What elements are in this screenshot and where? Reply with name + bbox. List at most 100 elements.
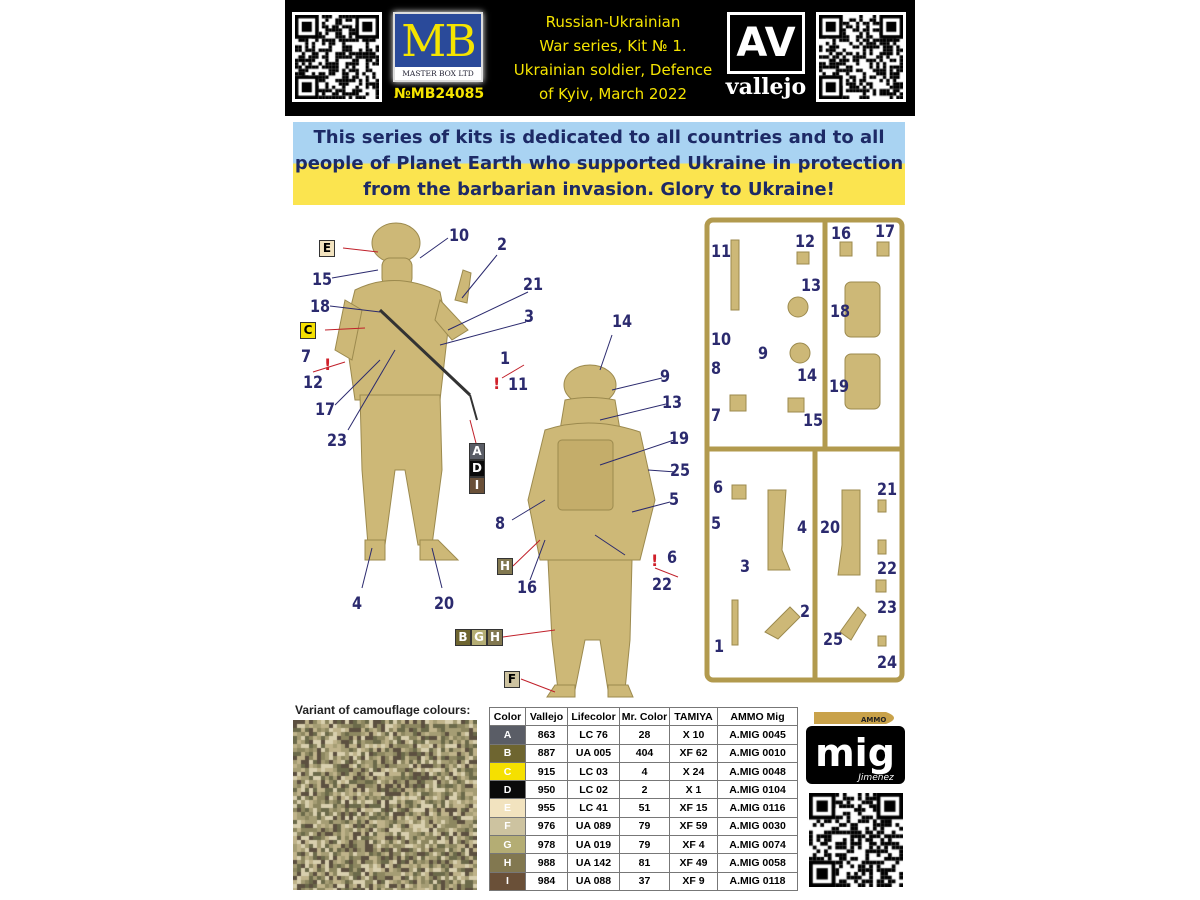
table-cell: 984 (525, 871, 568, 891)
part-number: 3 (524, 307, 535, 327)
part-number: 5 (669, 490, 680, 510)
sprue-number: 21 (877, 480, 898, 500)
color-tag-f: F (504, 671, 520, 688)
dedication-banner: This series of kits is dedicated to all … (293, 122, 905, 205)
table-cell: 863 (525, 725, 568, 745)
logo-letters: MB (401, 16, 476, 67)
qr-code (816, 12, 906, 102)
title-line: Russian-Ukrainian (545, 13, 681, 31)
part-number: 10 (449, 226, 470, 246)
bullet-shape (814, 712, 894, 724)
kit-title: Russian-Ukrainian War series, Kit № 1. U… (493, 10, 733, 106)
part-number: 9 (660, 367, 671, 387)
color-tag-c: C (300, 322, 316, 339)
table-cell: X 1 (669, 780, 718, 800)
sprue-number: 23 (877, 598, 898, 618)
sprue-number: 10 (711, 330, 732, 350)
table-cell: 887 (525, 743, 568, 763)
table-cell: LC 41 (567, 798, 620, 818)
color-swatch-cell: F (489, 816, 526, 837)
table-cell: 978 (525, 835, 568, 855)
table-cell: A.MIG 0010 (717, 743, 798, 763)
table-cell: LC 03 (567, 761, 620, 782)
table-cell: UA 019 (567, 835, 620, 855)
table-cell: A.MIG 0048 (717, 761, 798, 782)
title-line: Ukrainian soldier, Defence (513, 61, 713, 79)
column-header: Color (489, 706, 526, 727)
column-header: Vallejo (525, 706, 568, 727)
header (285, 0, 915, 116)
rifle (378, 308, 478, 421)
table-cell: 2 (619, 780, 670, 800)
sprue-number: 13 (801, 276, 822, 296)
table-header-row: Color Vallejo Lifecolor Mr. Color TAMIYA… (489, 706, 798, 727)
color-swatch-cell: A (489, 725, 526, 745)
sprue-number: 3 (740, 557, 751, 577)
table-cell: XF 15 (669, 798, 718, 818)
part-number: 2 (497, 235, 508, 255)
master-box-logo: MB MASTER BOX LTD (393, 12, 483, 82)
part-number: 11 (508, 375, 529, 395)
table-cell: A.MIG 0118 (717, 871, 798, 891)
sprue-number: 6 (713, 478, 724, 498)
part-number: 12 (303, 373, 324, 393)
table-cell: 28 (619, 725, 670, 745)
table-cell: A.MIG 0030 (717, 816, 798, 837)
part-number: 17 (315, 400, 336, 420)
color-tag-d: D (469, 460, 485, 477)
table-cell: 4 (619, 761, 670, 782)
column-header: TAMIYA (669, 706, 718, 727)
sprue-number: 11 (711, 242, 732, 262)
sprue-number: 14 (797, 366, 818, 386)
sprue-number: 15 (803, 411, 824, 431)
part-leaders (329, 237, 677, 589)
front-soldier-figure (334, 222, 472, 561)
mig-text: mig (815, 731, 895, 775)
part-number: 23 (327, 431, 348, 451)
sprue-number: 12 (795, 232, 816, 252)
title-line: War series, Kit № 1. (539, 37, 687, 55)
part-number: 7 (301, 347, 312, 367)
table-cell: A.MIG 0074 (717, 835, 798, 855)
part-number: 25 (670, 461, 691, 481)
ammo-text: AMMO (861, 716, 886, 724)
paint-reference-table: Color Vallejo Lifecolor Mr. Color TAMIYA… (489, 706, 798, 891)
color-tag-i: I (469, 477, 485, 494)
table-cell: XF 62 (669, 743, 718, 763)
table-cell: UA 089 (567, 816, 620, 837)
color-tag-g: G (471, 629, 487, 646)
table-cell: 915 (525, 761, 568, 782)
table-cell: A.MIG 0045 (717, 725, 798, 745)
table-cell: X 24 (669, 761, 718, 782)
table-cell: X 10 (669, 725, 718, 745)
sprue-frame (704, 217, 905, 683)
part-number: 19 (669, 429, 690, 449)
sprue-number: 22 (877, 559, 898, 579)
part-number: 13 (662, 393, 683, 413)
sprue-number: 16 (831, 224, 852, 244)
table-cell: A.MIG 0058 (717, 853, 798, 873)
figure-illustrations (312, 217, 905, 698)
sprue-number: 9 (758, 344, 769, 364)
brand-name: MASTER BOX LTD (395, 67, 481, 80)
table-cell: UA 005 (567, 743, 620, 763)
qr-code (292, 12, 382, 102)
part-number: 6 (667, 548, 678, 568)
vallejo-name: vallejo (725, 74, 807, 100)
warning-mark: ! (651, 551, 659, 570)
kit-number: №MB24085 (393, 86, 485, 102)
banner-line: from the barbarian invasion. Glory to Uk… (363, 179, 835, 200)
banner-line: people of Planet Earth who supported Ukr… (294, 153, 904, 174)
warning-mark: ! (493, 374, 501, 393)
part-number: 15 (312, 270, 333, 290)
column-header: AMMO Mig (717, 706, 798, 727)
column-header: Lifecolor (567, 706, 620, 727)
table-cell: A.MIG 0104 (717, 780, 798, 800)
table-cell: 404 (619, 743, 670, 763)
vallejo-av-logo: AV (727, 12, 805, 74)
color-swatch-cell: B (489, 743, 526, 763)
